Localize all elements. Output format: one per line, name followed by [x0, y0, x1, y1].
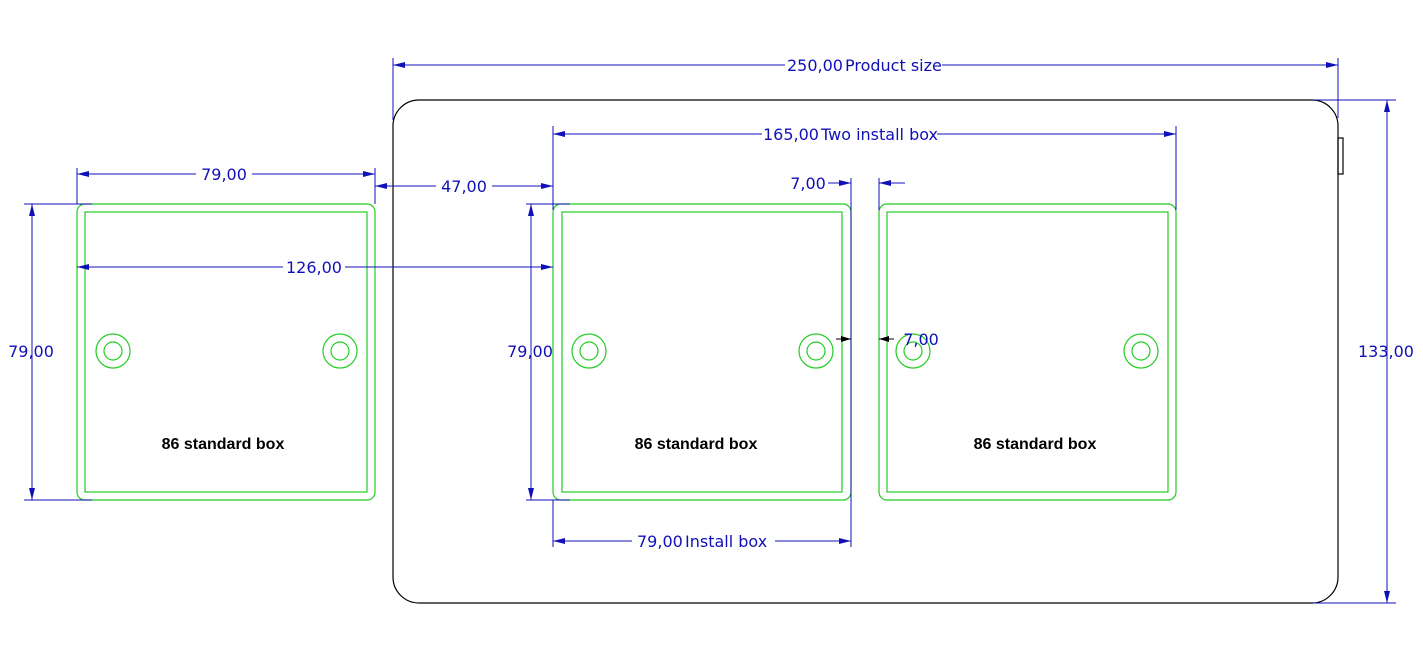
install-box-middle: 86 standard box — [552, 203, 852, 501]
middle-box-height-value: 79,00 — [507, 342, 553, 361]
gap-value: 47,00 — [441, 177, 487, 196]
screw-hole-inner — [330, 341, 350, 361]
panel-side-tab — [1337, 137, 1344, 175]
dimensions — [24, 58, 1396, 604]
box-gap-top-value: 7,00 — [790, 174, 826, 193]
two-box-width-value: 165,00 — [763, 125, 819, 144]
box-outer-outline — [76, 203, 376, 501]
box-label: 86 standard box — [635, 436, 758, 453]
screw-hole-outer — [895, 333, 931, 369]
dimension-box-gap-top — [828, 178, 905, 504]
dimension-middle-box-height — [526, 203, 570, 501]
left-box-height-value: 79,00 — [8, 342, 54, 361]
box-label: 86 standard box — [974, 436, 1097, 453]
product-height-value: 133,00 — [1358, 342, 1414, 361]
dimension-labels: 250,00 Product size 165,00 Two install b… — [8, 56, 1414, 551]
box-inner-outline — [886, 211, 1169, 493]
left-box-width-value: 79,00 — [201, 165, 247, 184]
screw-hole-outer — [571, 333, 607, 369]
product-width-value: 250,00 — [787, 56, 843, 75]
install-box-left: 86 standard box — [76, 203, 376, 501]
dimension-left-box-height — [24, 203, 92, 501]
screw-hole-inner — [806, 341, 826, 361]
screw-hole-outer — [95, 333, 131, 369]
screw-hole-outer — [322, 333, 358, 369]
screw-hole-inner — [579, 341, 599, 361]
two-box-width-label: Two install box — [820, 125, 938, 144]
screw-hole-outer — [1123, 333, 1159, 369]
dimension-product-height — [1314, 99, 1396, 604]
box-inner-outline — [561, 211, 843, 493]
install-box-width-value: 79,00 — [637, 532, 683, 551]
offset-value: 126,00 — [286, 258, 342, 277]
screw-hole-inner — [903, 341, 923, 361]
box-label: 86 standard box — [162, 436, 285, 453]
dimension-two-box-width — [552, 126, 1177, 210]
dimension-product-width — [392, 58, 1339, 120]
dimension-install-box-width — [552, 500, 852, 547]
screw-hole-outer — [798, 333, 834, 369]
product-width-label: Product size — [845, 56, 942, 75]
install-box-width-label: Install box — [685, 532, 767, 551]
product-panel — [392, 99, 1344, 604]
box-inner-outline — [84, 211, 368, 493]
screw-hole-inner — [103, 341, 123, 361]
box-outer-outline — [878, 203, 1177, 501]
install-box-right: 86 standard box — [878, 203, 1177, 501]
screw-hole-inner — [1131, 341, 1151, 361]
box-gap-mid-value: 7,00 — [903, 330, 939, 349]
panel-outline — [392, 99, 1339, 604]
